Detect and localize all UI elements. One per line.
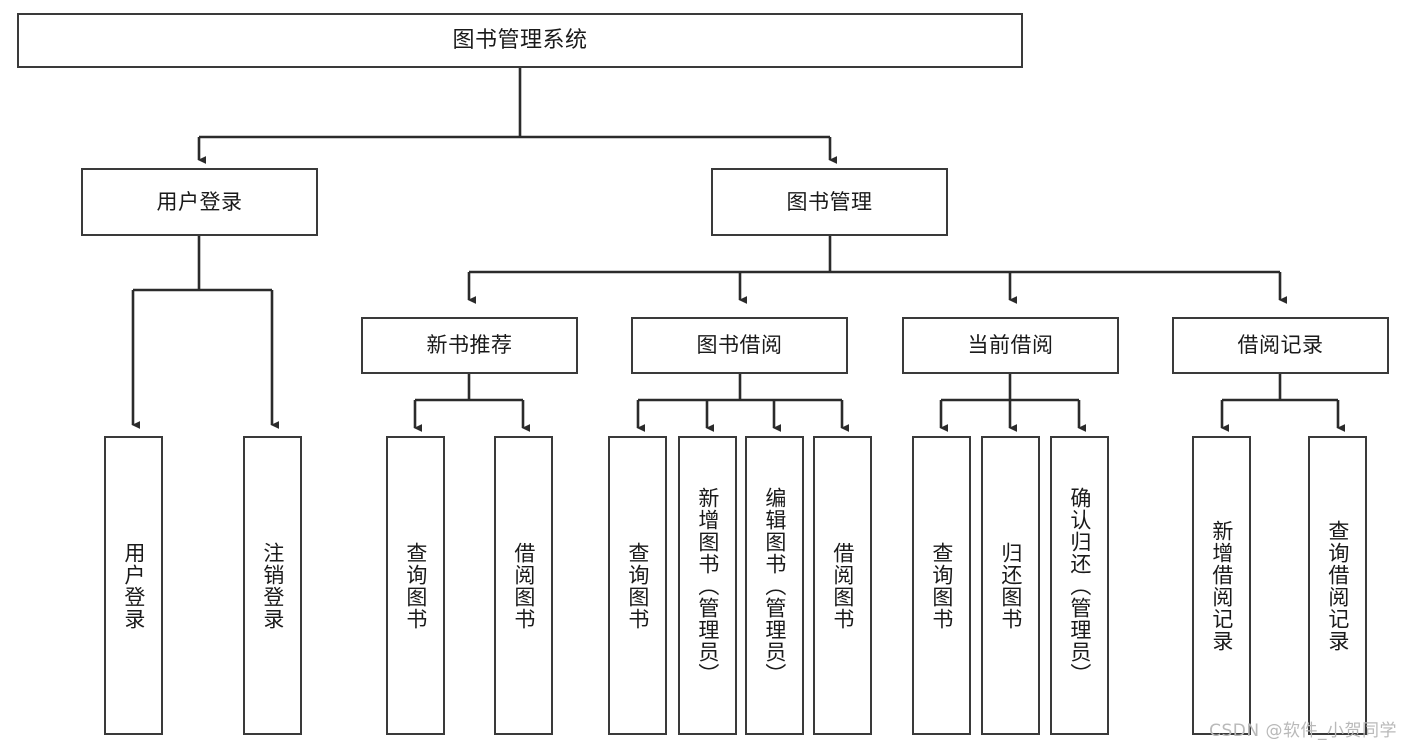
node-book-borrow[interactable]: 图书借阅 xyxy=(631,317,848,374)
node-label: 图书管理系统 xyxy=(452,27,588,53)
leaf-current-confirm-return[interactable]: 确认归还（管理员） xyxy=(1050,436,1109,735)
node-label: 查询图书 xyxy=(403,541,428,630)
leaf-user-login-login[interactable]: 用户登录 xyxy=(104,436,163,735)
node-label: 确认归还（管理员） xyxy=(1067,486,1092,685)
leaf-borrow-edit-book[interactable]: 编辑图书（管理员） xyxy=(745,436,804,735)
leaf-borrow-query-book[interactable]: 查询图书 xyxy=(608,436,667,735)
leaf-current-query-book[interactable]: 查询图书 xyxy=(912,436,971,735)
node-label: 归还图书 xyxy=(998,541,1023,630)
csdn-watermark: CSDN @软件_小贺同学 xyxy=(1209,721,1397,741)
node-label: 用户登录 xyxy=(156,189,243,214)
leaf-record-query-record[interactable]: 查询借阅记录 xyxy=(1308,436,1367,735)
node-book-management[interactable]: 图书管理 xyxy=(711,168,948,236)
node-root-system[interactable]: 图书管理系统 xyxy=(17,13,1023,68)
leaf-borrow-add-book[interactable]: 新增图书（管理员） xyxy=(678,436,737,735)
node-label: 图书借阅 xyxy=(696,333,783,358)
node-label: 编辑图书（管理员） xyxy=(762,486,787,685)
node-label: 当前借阅 xyxy=(967,333,1054,358)
node-label: 查询图书 xyxy=(929,541,954,630)
leaf-recommend-query-book[interactable]: 查询图书 xyxy=(386,436,445,735)
node-new-book-recommend[interactable]: 新书推荐 xyxy=(361,317,578,374)
node-borrow-record[interactable]: 借阅记录 xyxy=(1172,317,1389,374)
leaf-current-return-book[interactable]: 归还图书 xyxy=(981,436,1040,735)
node-label: 用户登录 xyxy=(121,541,146,630)
node-current-borrow[interactable]: 当前借阅 xyxy=(902,317,1119,374)
node-label: 借阅图书 xyxy=(511,541,536,630)
leaf-recommend-borrow-book[interactable]: 借阅图书 xyxy=(494,436,553,735)
leaf-user-login-logout[interactable]: 注销登录 xyxy=(243,436,302,735)
node-label: 查询图书 xyxy=(625,541,650,630)
node-label: 查询借阅记录 xyxy=(1325,519,1350,652)
node-user-login[interactable]: 用户登录 xyxy=(81,168,318,236)
node-label: 新增图书（管理员） xyxy=(695,486,720,685)
node-label: 新增借阅记录 xyxy=(1209,519,1234,652)
leaf-record-add-record[interactable]: 新增借阅记录 xyxy=(1192,436,1251,735)
node-label: 新书推荐 xyxy=(426,333,513,358)
leaf-borrow-borrow-book[interactable]: 借阅图书 xyxy=(813,436,872,735)
node-label: 图书管理 xyxy=(786,189,873,214)
node-label: 注销登录 xyxy=(260,541,285,630)
node-label: 借阅图书 xyxy=(830,541,855,630)
node-label: 借阅记录 xyxy=(1237,333,1324,358)
